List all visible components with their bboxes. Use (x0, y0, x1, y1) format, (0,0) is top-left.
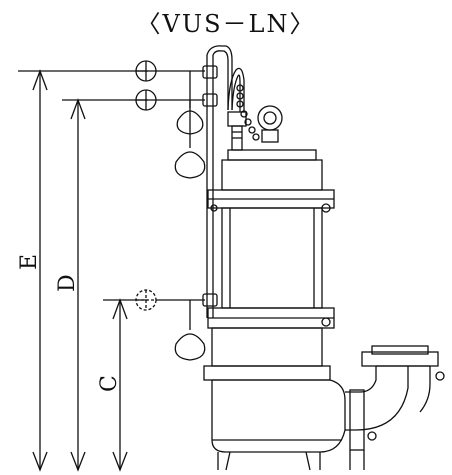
dimension-label-d: D (55, 274, 80, 292)
float-switch-bottom-raised (135, 289, 206, 361)
motor-housing (207, 149, 335, 329)
pump-casing (203, 327, 346, 471)
float-pole (206, 45, 233, 318)
lifting-eye (257, 105, 283, 143)
dimension-label-e: E (17, 254, 42, 270)
float-switch-middle-raised (135, 89, 205, 111)
dimension-c (103, 298, 148, 472)
float-switch-top-raised (135, 60, 205, 82)
dimension-d (62, 98, 148, 472)
dimension-label-c: C (97, 375, 122, 392)
float-switch-hanging-2 (174, 100, 206, 179)
power-cable (227, 67, 260, 141)
dimension-e (18, 69, 148, 472)
diagram-title: 〈VUS－LN〉 (136, 10, 316, 38)
cable-gland (227, 111, 247, 127)
discharge-elbow (345, 345, 445, 470)
